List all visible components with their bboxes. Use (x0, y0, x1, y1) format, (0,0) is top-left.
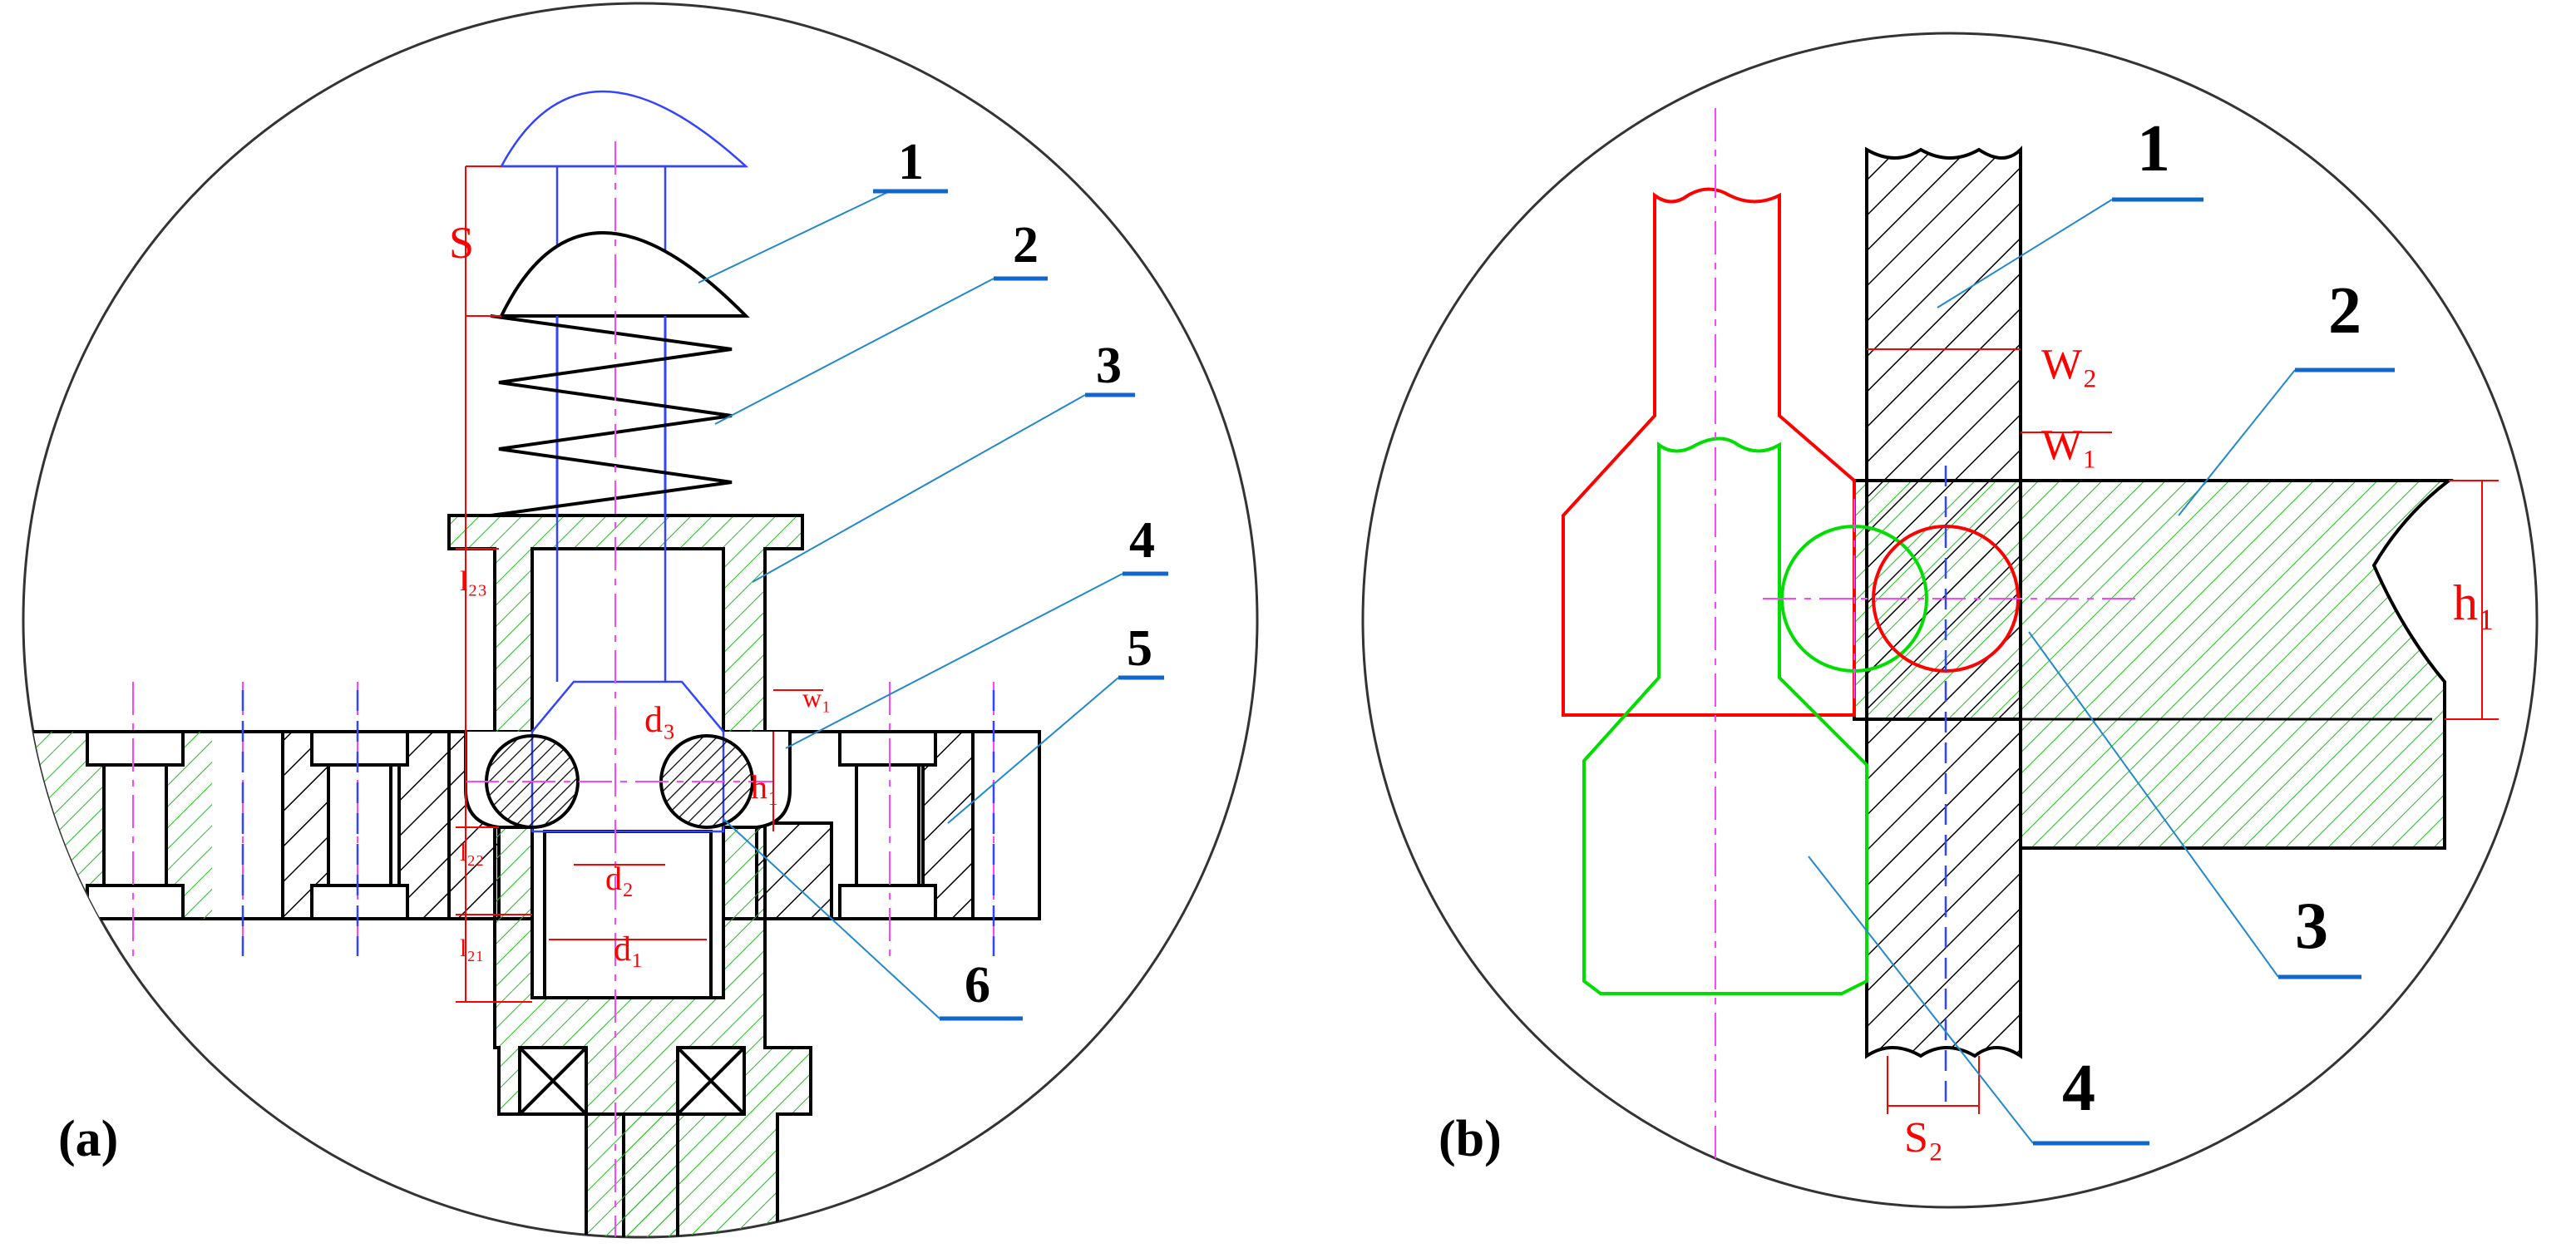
leaders-a (698, 190, 1123, 1019)
panel-label-b: (b) (1439, 1111, 1502, 1167)
dim-a-l21: l₂₁ (460, 935, 484, 962)
label-underlines-a (873, 189, 1168, 1021)
dimension-lines-b (1867, 348, 2499, 1114)
dim-a-l22: l₂₂ (460, 839, 484, 866)
red-pin (1562, 187, 1856, 717)
leaders-b (1808, 199, 2296, 1144)
part-label-a-4: 4 (1129, 512, 1155, 569)
dimension-lines-a (456, 165, 823, 1003)
part-label-a-6: 6 (965, 957, 990, 1014)
part-label-a-1: 1 (898, 134, 924, 190)
spring (490, 314, 733, 517)
dim-b-w1: W₁ (2041, 422, 2097, 469)
label-underlines-b (2033, 197, 2395, 1146)
part-label-b-1: 1 (2137, 112, 2170, 185)
part-label-b-2: 2 (2328, 274, 2361, 348)
dim-a-d3: d₃ (644, 699, 675, 740)
dim-a-l23: l₂₃ (460, 566, 487, 597)
panel-b: 1 2 3 4 W₂ W₁ h₁ S₂ (b) (1361, 32, 2539, 1209)
dim-a-h1: h₁ (751, 768, 779, 806)
dim-a-d2: d₂ (605, 860, 634, 897)
part-label-b-3: 3 (2295, 890, 2328, 963)
dim-a-d1: d₁ (614, 930, 644, 969)
dim-b-h1: h₁ (2453, 575, 2495, 630)
part-label-a-3: 3 (1096, 338, 1122, 394)
green-pin (1582, 437, 1868, 995)
plate-b (1865, 146, 2022, 1059)
panel-a: 1 2 3 4 5 6 S l₂₃ l₂₂ l₂₁ d₃ w₁ h₁ d₂ d₁… (22, 2, 1259, 1239)
dim-a-w1: w₁ (802, 683, 831, 713)
panel-b-border (1361, 32, 2539, 1209)
dim-b-s2: S₂ (1904, 1114, 1943, 1162)
part-label-b-4: 4 (2062, 1052, 2095, 1125)
panel-label-a: (a) (58, 1111, 118, 1167)
dim-a-s: S (449, 218, 474, 268)
dim-b-w2: W₂ (2041, 341, 2097, 388)
button-head (498, 231, 750, 318)
part-label-a-5: 5 (1127, 620, 1152, 677)
part-label-a-2: 2 (1013, 217, 1039, 274)
